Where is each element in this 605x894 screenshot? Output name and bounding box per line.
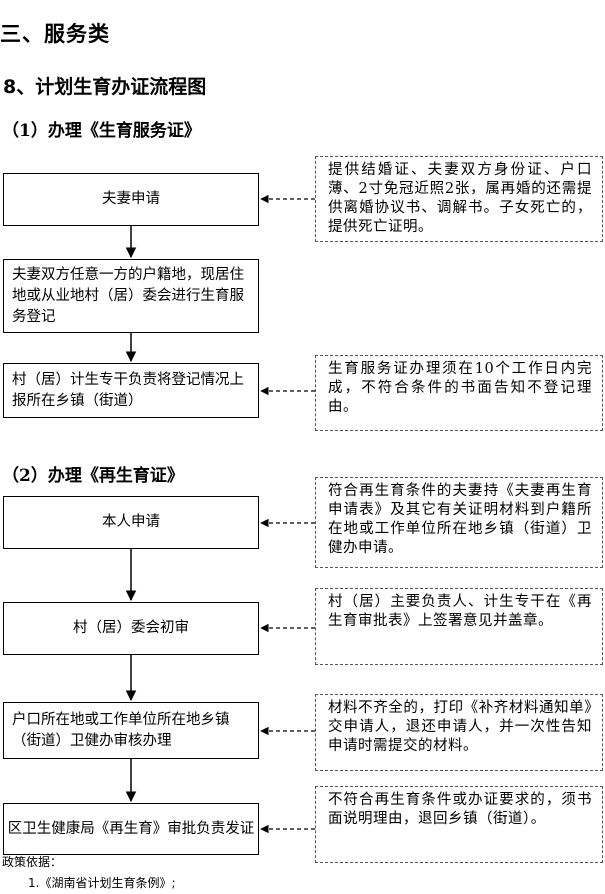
part1-note-1: 提供结婚证、夫妻双方身份证、户口薄、2寸免冠近照2张，属再婚的还需提供离婚协议书… <box>315 156 603 242</box>
section-title: 三、服务类 <box>0 22 110 46</box>
part1-step-2-text: 夫妻双方任意一方的户籍地，现居住地或从业地村（居）委会进行生育服务登记 <box>12 266 244 325</box>
subsection-title: 8、计划生育办证流程图 <box>3 76 207 98</box>
part2-step-3: 户口所在地或工作单位所在地乡镇（街道）卫健办审核办理 <box>3 702 259 759</box>
part2-note-4: 不符合再生育条件或办证要求的，须书面说明理由，退回乡镇（街道）。 <box>315 786 603 863</box>
part2-step-4: 区卫生健康局《再生育》审批负责发证 <box>3 803 259 855</box>
part1-title: （1）办理《生育服务证》 <box>2 121 201 141</box>
part2-note-1: 符合再生育条件的夫妻持《夫妻再生育申请表》及其它有关证明材料到户籍所在地或工作单… <box>315 477 603 568</box>
policy-item-1: 1.《湖南省计划生育条例》; <box>28 876 176 890</box>
part1-step-1: 夫妻申请 <box>3 173 259 226</box>
part2-title: （2）办理《再生育证》 <box>2 466 184 486</box>
policy-heading: 政策依据： <box>2 855 63 869</box>
part2-step-2: 村（居）委会初审 <box>3 602 259 655</box>
part2-note-4-text: 不符合再生育条件或办证要求的，须书面说明理由，退回乡镇（街道）。 <box>328 792 592 827</box>
part2-step-4-text: 区卫生健康局《再生育》审批负责发证 <box>7 820 255 837</box>
part2-step-3-text: 户口所在地或工作单位所在地乡镇（街道）卫健办审核办理 <box>12 711 230 749</box>
part1-note-1-text: 提供结婚证、夫妻双方身份证、户口薄、2寸免冠近照2张，属再婚的还需提供离婚协议书… <box>328 162 592 235</box>
part2-step-1-text: 本人申请 <box>102 514 160 530</box>
part1-note-2-text: 生育服务证办理须在10个工作日内完成，不符合条件的书面告知不登记理由。 <box>328 361 592 415</box>
part2-note-3-text: 材料不齐全的，打印《补齐材料通知单》交申请人，退还申请人，并一次性告知申请时需提… <box>328 700 592 754</box>
part1-step-1-text: 夫妻申请 <box>102 191 160 207</box>
part2-step-2-text: 村（居）委会初审 <box>73 620 189 636</box>
part2-note-3: 材料不齐全的，打印《补齐材料通知单》交申请人，退还申请人，并一次性告知申请时需提… <box>315 694 603 771</box>
part1-step-3-text: 村（居）计生专干负责将登记情况上报所在乡镇（街道） <box>12 371 244 409</box>
part1-step-2: 夫妻双方任意一方的户籍地，现居住地或从业地村（居）委会进行生育服务登记 <box>3 259 259 333</box>
part2-step-1: 本人申请 <box>3 496 259 549</box>
part2-note-2-text: 村（居）主要负责人、计生专干在《再生育审批表》上签署意见并盖章。 <box>328 594 592 629</box>
part2-note-2: 村（居）主要负责人、计生专干在《再生育审批表》上签署意见并盖章。 <box>315 588 603 665</box>
part1-note-2: 生育服务证办理须在10个工作日内完成，不符合条件的书面告知不登记理由。 <box>315 355 603 431</box>
part1-step-3: 村（居）计生专干负责将登记情况上报所在乡镇（街道） <box>3 363 259 418</box>
part2-note-1-text: 符合再生育条件的夫妻持《夫妻再生育申请表》及其它有关证明材料到户籍所在地或工作单… <box>328 483 592 556</box>
